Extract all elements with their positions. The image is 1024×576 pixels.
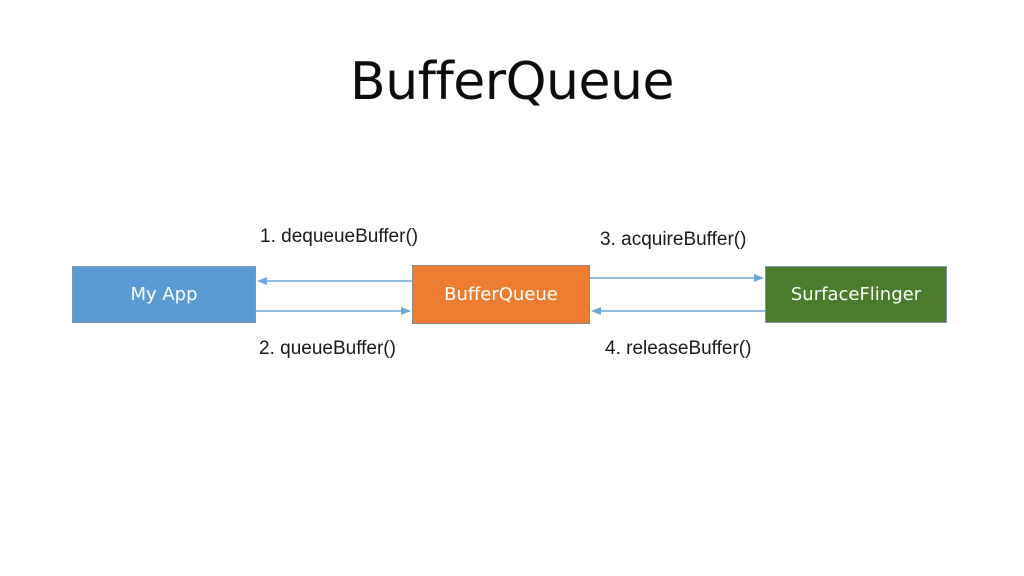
diagram-node-my-app[interactable]: My App	[72, 266, 256, 323]
arrow-label-release-buffer: 4. releaseBuffer()	[605, 338, 752, 359]
page-title: BufferQueue	[350, 52, 674, 112]
arrow-right-queue-buffer-icon	[256, 307, 411, 315]
arrow-label-dequeue-buffer: 1. dequeueBuffer()	[260, 226, 419, 247]
arrow-left-dequeue-buffer-icon	[257, 277, 412, 285]
diagram-node-label: My App	[130, 283, 198, 305]
diagram-node-label: BufferQueue	[444, 283, 558, 305]
diagram-node-label: SurfaceFlinger	[790, 283, 922, 305]
diagram-node-buffer-queue[interactable]: BufferQueue	[412, 265, 590, 324]
arrow-right-acquire-buffer-icon	[590, 274, 764, 282]
arrow-label-queue-buffer: 2. queueBuffer()	[259, 338, 396, 359]
diagram-node-surface-flinger[interactable]: SurfaceFlinger	[765, 266, 947, 323]
arrow-left-release-buffer-icon	[591, 307, 765, 315]
arrow-label-acquire-buffer: 3. acquireBuffer()	[600, 229, 747, 250]
